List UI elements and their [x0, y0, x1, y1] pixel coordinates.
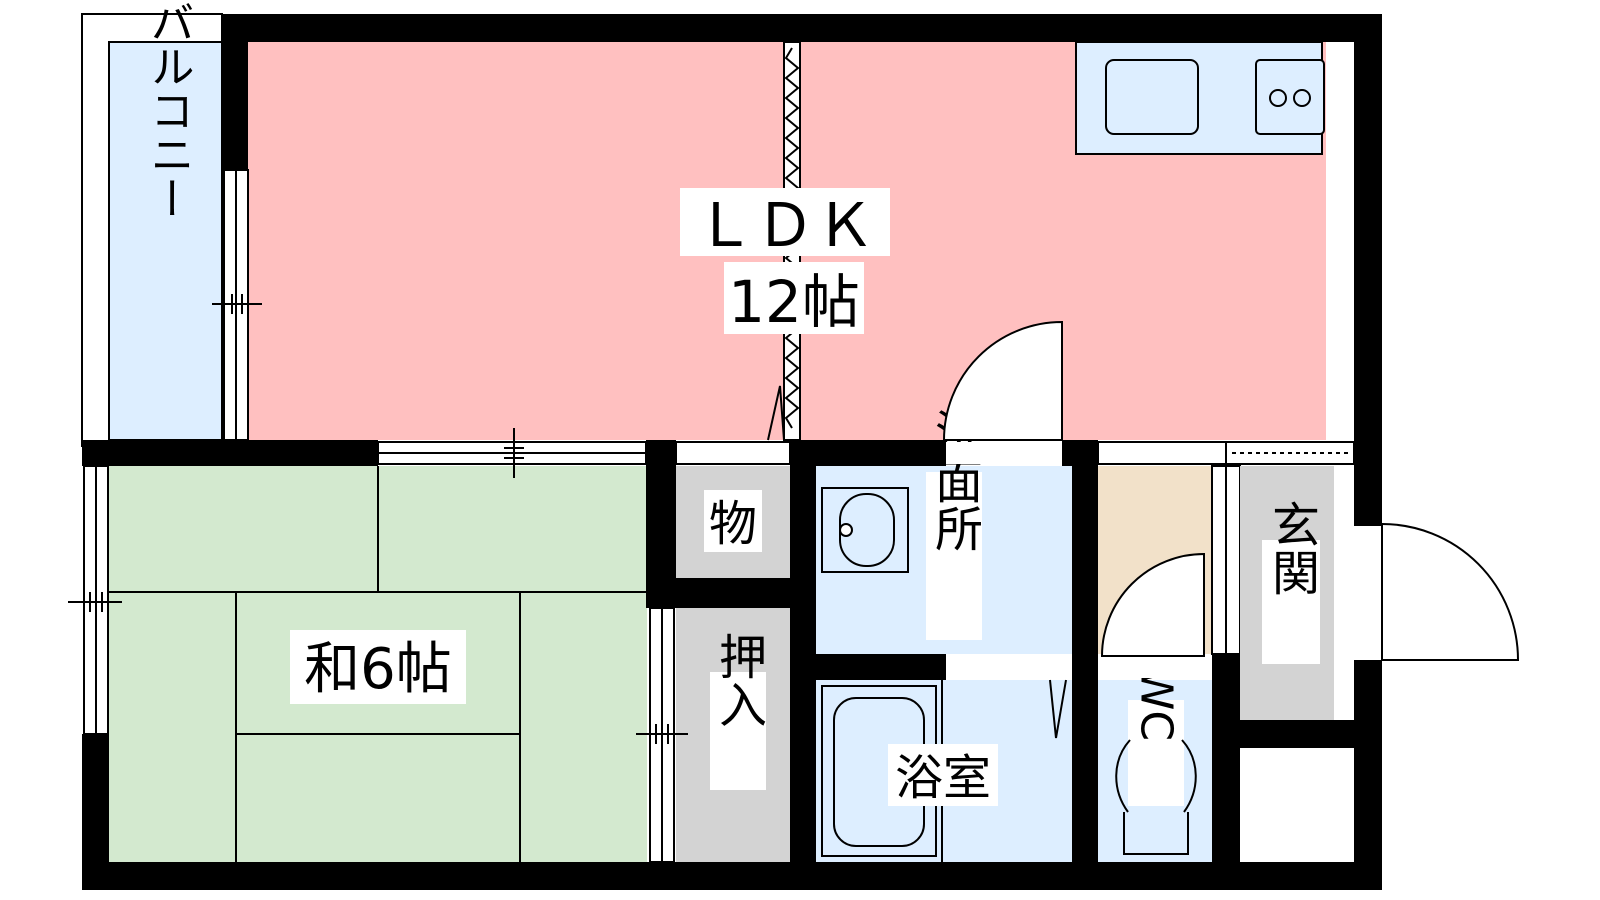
ldk-name: ＬＤＫ [695, 191, 875, 261]
washroom-door-opening [946, 442, 1062, 464]
washitsu-name: 和6帖 [304, 637, 452, 702]
toilet-door-swing [1100, 552, 1205, 657]
sink [1105, 59, 1199, 135]
washbasin-drain-icon [839, 523, 853, 537]
closet-name: 押入 [710, 632, 766, 728]
shoe-cabinet [1240, 748, 1334, 862]
bath-door-swing [1049, 679, 1067, 739]
entrance-label-bg [1262, 540, 1320, 664]
ldk-label-bg [680, 188, 890, 256]
stove [1255, 59, 1325, 135]
washroom-label-bg [926, 472, 982, 640]
bath-name: 浴室 [895, 750, 991, 806]
ldk-size-bg [724, 262, 864, 334]
tatami-lines [109, 466, 647, 862]
toilet-label-bg [1128, 700, 1184, 806]
walls [82, 14, 1382, 890]
bath-door-opening [946, 656, 1072, 678]
storage-door [675, 441, 791, 465]
storage-label-bg [704, 490, 762, 552]
toilet-bowl [1115, 739, 1197, 855]
balcony-label-bg [140, 102, 196, 380]
storage-name: 物 [709, 496, 757, 552]
burner-icon [1269, 89, 1287, 107]
balcony-label: バルコニー [143, 0, 194, 220]
toilet-name: WC [1131, 667, 1182, 741]
washroom-door-swing [942, 320, 1063, 441]
washitsu-label-bg [290, 630, 466, 704]
entrance-door-swing [1381, 523, 1520, 661]
entrance-name: 玄関 [1263, 500, 1319, 596]
entrance-door-opening [1356, 526, 1380, 660]
storage-door-swing [767, 385, 785, 441]
closet-label-bg [710, 672, 766, 790]
bath-label-bg [888, 744, 998, 806]
burner-icon [1293, 89, 1311, 107]
ldk-size: 12帖 [728, 268, 860, 336]
toilet-door-opening [1098, 656, 1212, 678]
